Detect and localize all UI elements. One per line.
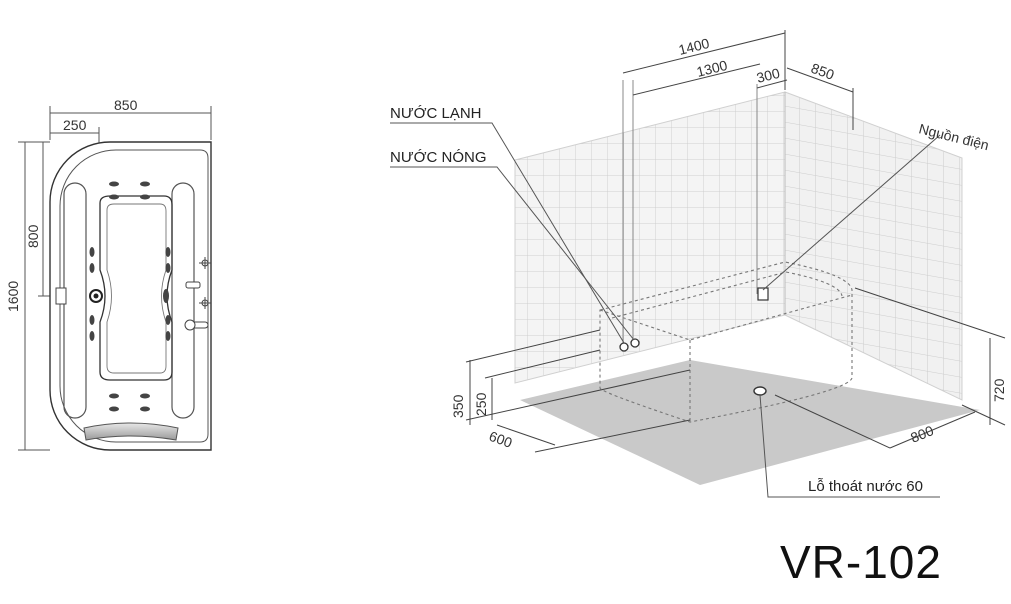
model-number: VR-102 (780, 536, 942, 588)
control-box-icon (55, 287, 67, 305)
dim-line-1300 (632, 63, 761, 96)
room-dim-1300: 1300 (695, 57, 729, 80)
dim-line-850-room (786, 67, 854, 93)
floor-shadow (520, 360, 980, 485)
tub-basin (99, 195, 173, 381)
cold-water-label: NƯỚC LẠNH (390, 105, 482, 122)
room-dim-300: 300 (755, 65, 782, 86)
room-dim-1400: 1400 (677, 35, 711, 58)
hot-water-label: NƯỚC NÓNG (390, 149, 487, 166)
plan-length-label: 1600 (5, 281, 21, 312)
dim-line-300 (756, 79, 788, 89)
massage-jets (89, 181, 171, 412)
dim-line-1400 (622, 32, 786, 74)
tub-dashed-outline (599, 261, 853, 423)
cold-water-leader (390, 122, 625, 344)
power-socket-icon (757, 287, 769, 301)
tub-side-panel-right (171, 182, 195, 419)
cold-water-outlet-icon (619, 342, 629, 352)
room-dim-600: 600 (487, 428, 515, 451)
headrest-pillow (83, 422, 179, 441)
room-dim-850: 850 (809, 60, 837, 83)
faucet-icons (184, 257, 211, 331)
drain-label: Lỗ thoát nước 60 (808, 478, 923, 495)
tub-basin-inner (106, 203, 167, 374)
power-leader (762, 134, 941, 291)
wall-left-tiles (514, 91, 786, 384)
room-dim-250: 250 (473, 392, 489, 416)
plan-center-label: 800 (25, 224, 41, 248)
drain-leader (759, 394, 940, 498)
room-view: 1400 1300 300 850 350 250 600 720 800 (390, 30, 1007, 498)
plan-width-label: 850 (114, 97, 138, 113)
floor-drain-icon (753, 386, 767, 396)
hot-water-leader (390, 166, 635, 341)
tub-outline (49, 141, 212, 451)
dim-line-600 (496, 424, 556, 446)
plan-offset-label: 250 (63, 117, 87, 133)
room-dim-720: 720 (991, 378, 1007, 402)
plan-view: 850 250 1600 800 (5, 97, 212, 451)
dim-line-800-room (889, 411, 976, 449)
hot-water-outlet-icon (630, 338, 640, 348)
room-dim-350: 350 (450, 394, 466, 418)
